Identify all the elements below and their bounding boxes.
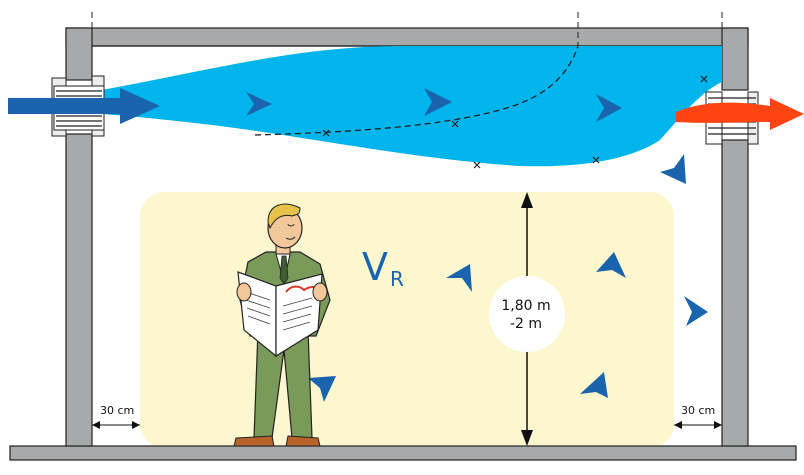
- flow-arrow-1: [246, 92, 272, 116]
- flow-arrow-3: [596, 94, 622, 122]
- occupied-height-label: 1,80 m -2 m: [486, 297, 566, 333]
- floor-slab: [9, 445, 797, 461]
- right-clearance-label: 30 cm: [681, 404, 716, 417]
- exhaust-air-arrow: [676, 98, 804, 130]
- flow-arrow-2: [424, 88, 452, 116]
- right-clearance-dimension: [674, 421, 722, 429]
- zone-label-sub: R: [390, 267, 404, 291]
- supply-air-jet: [102, 46, 722, 167]
- flow-arrow-5: [446, 264, 472, 292]
- height-line-2: -2 m: [509, 316, 543, 332]
- ceiling-slab: [65, 27, 749, 47]
- flow-direction-arrows: [246, 88, 708, 402]
- left-wall-upper: [65, 27, 93, 81]
- flow-arrow-7: [684, 296, 708, 326]
- flow-arrow-4: [660, 154, 686, 184]
- supply-air-arrow: [8, 88, 160, 124]
- flow-arrow-8: [308, 376, 336, 402]
- flow-arrow-9: [580, 372, 608, 398]
- occupied-zone: [140, 192, 674, 448]
- person-reading-newspaper-icon: [233, 203, 331, 447]
- trajectory-markers: [322, 75, 708, 169]
- left-clearance-label: 30 cm: [100, 404, 135, 417]
- zone-label-main: V: [362, 245, 388, 289]
- left-clearance-dimension: [92, 421, 140, 429]
- left-wall-lower: [65, 133, 93, 447]
- right-wall-lower: [721, 139, 749, 447]
- height-line-1: 1,80 m: [501, 298, 551, 314]
- flow-arrow-6: [596, 252, 626, 278]
- height-label-circle: [489, 276, 565, 352]
- right-wall-upper: [721, 27, 749, 91]
